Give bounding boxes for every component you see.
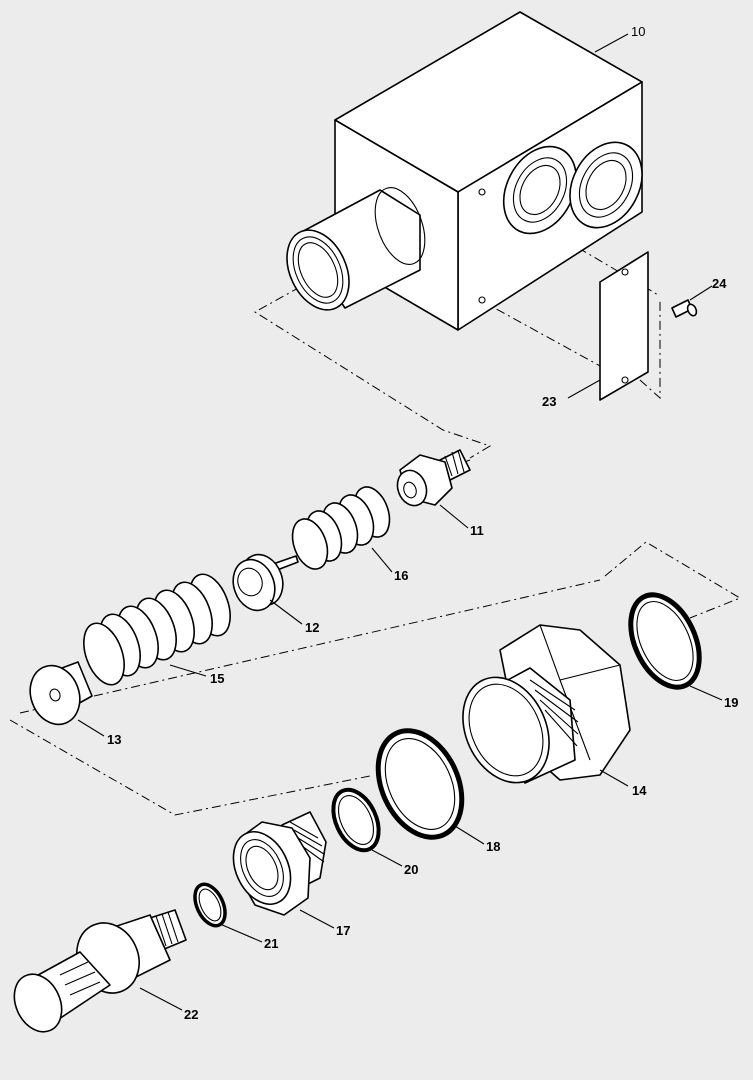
part-16-small-spring	[291, 486, 391, 570]
label-part-15: 15	[210, 671, 224, 686]
label-part-12: 12	[305, 620, 319, 635]
part-22-sensor	[13, 909, 187, 1033]
part-11-threaded-plug	[396, 449, 471, 507]
leader-lines	[77, 33, 723, 1011]
part-19-o-ring	[628, 592, 702, 690]
label-part-23: 23	[542, 394, 556, 409]
label-part-21: 21	[264, 936, 278, 951]
part-14-hex-adapter	[462, 624, 631, 784]
label-part-10: 10	[631, 24, 645, 39]
label-part-14: 14	[632, 783, 647, 798]
part-17-threaded-adapter	[232, 811, 327, 916]
label-part-20: 20	[404, 862, 418, 877]
label-part-18: 18	[486, 839, 500, 854]
part-number-labels: 10 24 23 11 16 12 15 13 14 19 18 20 17 2…	[107, 24, 738, 1022]
label-part-16: 16	[394, 568, 408, 583]
part-12-valve-piston	[232, 553, 299, 612]
part-21-small-o-ring	[193, 882, 227, 928]
part-13-end-cap	[29, 661, 93, 726]
part-15-large-spring	[83, 573, 231, 686]
label-part-24: 24	[712, 276, 727, 291]
label-part-11: 11	[470, 523, 484, 538]
part-24-screw	[671, 299, 698, 318]
part-10-valve-housing	[286, 11, 643, 331]
label-part-22: 22	[184, 1007, 198, 1022]
label-part-19: 19	[724, 695, 738, 710]
label-part-17: 17	[336, 923, 350, 938]
part-20-o-ring	[331, 787, 381, 853]
part-23-cover-plate	[599, 251, 649, 401]
part-18-large-o-ring	[375, 728, 465, 840]
label-part-13: 13	[107, 732, 121, 747]
